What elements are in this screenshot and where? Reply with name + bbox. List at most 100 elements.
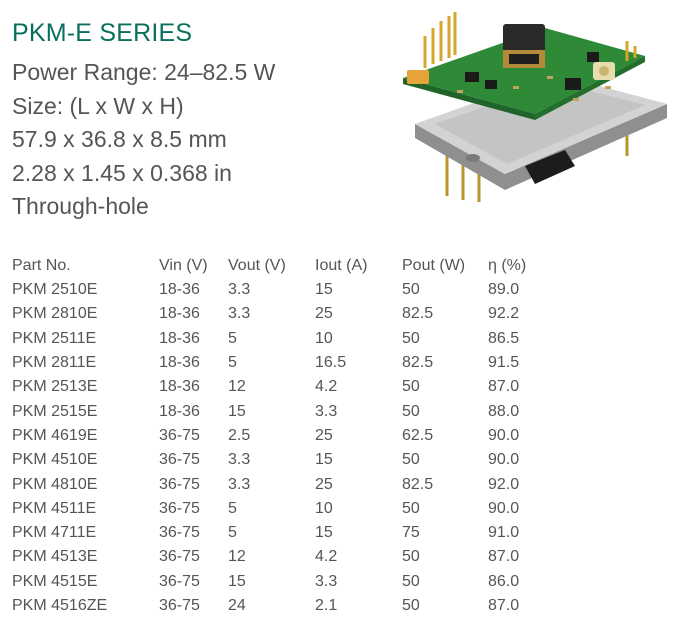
cell-efficiency: 90.0 bbox=[488, 426, 520, 444]
cell-iout: 10 bbox=[315, 329, 333, 347]
cell-iout: 2.1 bbox=[315, 597, 338, 614]
capacitor bbox=[407, 70, 429, 84]
cell-part-no: PKM 4810E bbox=[12, 475, 98, 493]
header-pout: Pout (W) bbox=[402, 257, 466, 274]
cell-efficiency: 92.2 bbox=[488, 305, 520, 323]
cell-efficiency: 86.0 bbox=[488, 572, 520, 590]
cell-iout: 16.5 bbox=[315, 354, 347, 372]
cell-vout: 5 bbox=[228, 524, 237, 542]
cell-part-no: PKM 2510E bbox=[12, 281, 98, 299]
header-iout: Iout (A) bbox=[315, 257, 368, 274]
cell-vout: 3.3 bbox=[228, 451, 251, 469]
cell-pout: 50 bbox=[402, 451, 420, 469]
cell-vout: 12 bbox=[228, 378, 246, 396]
cell-vout: 3.3 bbox=[228, 281, 251, 299]
cell-vin: 36-75 bbox=[159, 597, 200, 614]
header-pins bbox=[423, 12, 457, 68]
cell-vout: 5 bbox=[228, 329, 237, 347]
cell-efficiency: 89.0 bbox=[488, 281, 520, 299]
cell-vin: 36-75 bbox=[159, 426, 200, 444]
spec-list: Power Range: 24–82.5 W Size: (L x W x H)… bbox=[12, 56, 275, 224]
transformer bbox=[503, 24, 545, 56]
cell-pout: 82.5 bbox=[402, 354, 434, 372]
cell-efficiency: 91.5 bbox=[488, 354, 520, 372]
cell-efficiency: 90.0 bbox=[488, 451, 520, 469]
cell-pout: 50 bbox=[402, 572, 420, 590]
spec-size-mm: 57.9 x 36.8 x 8.5 mm bbox=[12, 126, 227, 152]
cell-pout: 75 bbox=[402, 524, 420, 542]
cell-vin: 18-36 bbox=[159, 281, 200, 299]
cell-iout: 10 bbox=[315, 499, 333, 517]
header-efficiency: η (%) bbox=[488, 257, 527, 274]
spec-power-range: Power Range: 24–82.5 W bbox=[12, 59, 276, 85]
cell-pout: 62.5 bbox=[402, 426, 434, 444]
series-title: PKM-E SERIES bbox=[12, 19, 193, 47]
cell-part-no: PKM 2515E bbox=[12, 402, 98, 420]
cell-pout: 50 bbox=[402, 499, 420, 517]
spec-size-in: 2.28 x 1.45 x 0.368 in bbox=[12, 159, 232, 186]
cell-iout: 15 bbox=[315, 451, 333, 469]
table-row: PKM 2515E 18-36 15 3.3 50 88.0 bbox=[12, 399, 548, 423]
table-header-row: Part No. Vin (V) Vout (V) Iout (A) Pout … bbox=[12, 254, 548, 278]
cell-vout: 12 bbox=[228, 548, 246, 566]
cell-efficiency: 92.0 bbox=[488, 475, 520, 493]
cell-vin: 18-36 bbox=[159, 305, 200, 323]
cell-vout: 5 bbox=[228, 499, 237, 517]
cell-vin: 18-36 bbox=[159, 402, 200, 420]
cell-part-no: PKM 4516ZE bbox=[12, 597, 108, 614]
cell-part-no: PKM 4515E bbox=[12, 572, 98, 590]
header-vin: Vin (V) bbox=[159, 257, 208, 274]
table-row: PKM 2510E 18-36 3.3 15 50 89.0 bbox=[12, 278, 548, 302]
cell-vout: 5 bbox=[228, 354, 237, 372]
cell-efficiency: 91.0 bbox=[488, 524, 520, 542]
parts-table: Part No. Vin (V) Vout (V) Iout (A) Pout … bbox=[12, 254, 548, 618]
cell-vin: 36-75 bbox=[159, 524, 200, 542]
cell-vin: 18-36 bbox=[159, 329, 200, 347]
cell-part-no: PKM 4513E bbox=[12, 548, 98, 566]
cell-vin: 36-75 bbox=[159, 451, 200, 469]
cell-pout: 50 bbox=[402, 548, 420, 566]
cell-vout: 3.3 bbox=[228, 305, 251, 323]
cell-efficiency: 87.0 bbox=[488, 378, 520, 396]
cell-vout: 24 bbox=[228, 597, 246, 614]
cell-vin: 36-75 bbox=[159, 499, 200, 517]
table-row: PKM 4619E 36-75 2.5 25 62.5 90.0 bbox=[12, 424, 548, 448]
cell-vout: 3.3 bbox=[228, 475, 251, 493]
cell-pout: 50 bbox=[402, 329, 420, 347]
cell-vin: 18-36 bbox=[159, 354, 200, 372]
cell-part-no: PKM 4619E bbox=[12, 426, 98, 444]
cell-iout: 25 bbox=[315, 426, 333, 444]
spec-mounting: Through-hole bbox=[12, 193, 149, 219]
cell-vout: 2.5 bbox=[228, 426, 251, 444]
header-part-no: Part No. bbox=[12, 257, 71, 274]
cell-pout: 82.5 bbox=[402, 475, 434, 493]
spec-size-label: Size: (L x W x H) bbox=[12, 92, 184, 119]
cell-vin: 36-75 bbox=[159, 548, 200, 566]
cell-vin: 18-36 bbox=[159, 378, 200, 396]
cell-pout: 50 bbox=[402, 402, 420, 420]
cell-part-no: PKM 4511E bbox=[12, 499, 97, 517]
baseplate-side bbox=[415, 104, 667, 190]
cell-pout: 82.5 bbox=[402, 305, 434, 323]
cell-iout: 3.3 bbox=[315, 402, 338, 420]
cell-pout: 50 bbox=[402, 281, 420, 299]
product-image bbox=[403, 12, 667, 202]
cell-part-no: PKM 2513E bbox=[12, 378, 98, 396]
cell-vout: 15 bbox=[228, 402, 246, 420]
cell-part-no: PKM 4711E bbox=[12, 524, 97, 542]
pcb-board bbox=[403, 28, 645, 114]
cell-efficiency: 88.0 bbox=[488, 402, 520, 420]
cell-iout: 15 bbox=[315, 281, 333, 299]
cell-iout: 3.3 bbox=[315, 572, 338, 590]
